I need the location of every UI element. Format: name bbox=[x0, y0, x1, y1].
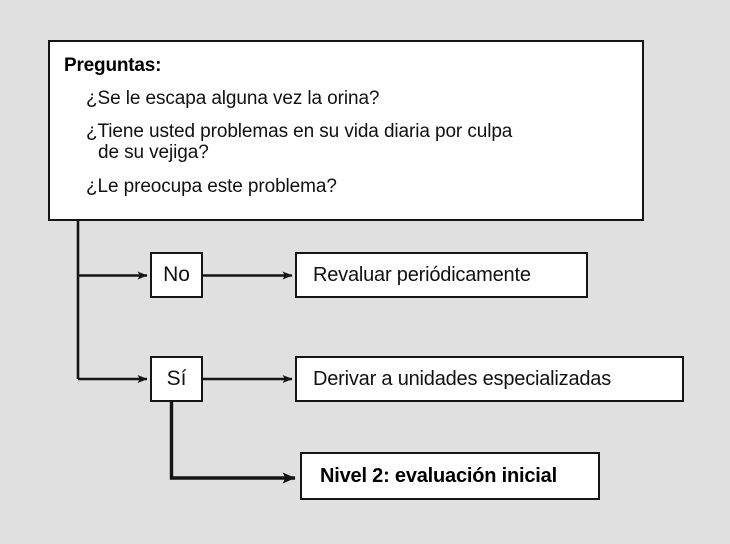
outcome-label-revaluar: Revaluar periódicamente bbox=[313, 263, 531, 286]
question-item-2: ¿Tiene usted problemas en su vida diaria… bbox=[86, 121, 626, 164]
question-text-3: ¿Le preocupa este problema? bbox=[86, 175, 337, 197]
decision-box-si[interactable]: Sí bbox=[150, 356, 203, 402]
decision-label-no: No bbox=[163, 263, 190, 286]
question-item-3: ¿Le preocupa este problema? bbox=[86, 176, 626, 197]
question-item-1: ¿Se le escapa alguna vez la orina? bbox=[86, 88, 626, 109]
questions-panel: Preguntas: ¿Se le escapa alguna vez la o… bbox=[48, 40, 644, 221]
question-text-2: ¿Tiene usted problemas en su vida diaria… bbox=[86, 121, 513, 143]
decision-box-no[interactable]: No bbox=[150, 252, 203, 298]
question-text-1: ¿Se le escapa alguna vez la orina? bbox=[86, 87, 380, 109]
outcome-label-nivel2: Nivel 2: evaluación inicial bbox=[320, 464, 557, 487]
outcome-box-nivel2[interactable]: Nivel 2: evaluación inicial bbox=[300, 452, 600, 500]
outcome-box-revaluar[interactable]: Revaluar periódicamente bbox=[295, 252, 588, 298]
outcome-label-derivar: Derivar a unidades especializadas bbox=[313, 367, 612, 390]
outcome-box-derivar[interactable]: Derivar a unidades especializadas bbox=[295, 356, 684, 402]
questions-heading: Preguntas: bbox=[64, 55, 162, 76]
decision-label-si: Sí bbox=[166, 367, 187, 390]
question-text-2-continuation: de su vejiga? bbox=[98, 142, 209, 164]
arrow-si-to-nivel2 bbox=[169, 402, 296, 484]
